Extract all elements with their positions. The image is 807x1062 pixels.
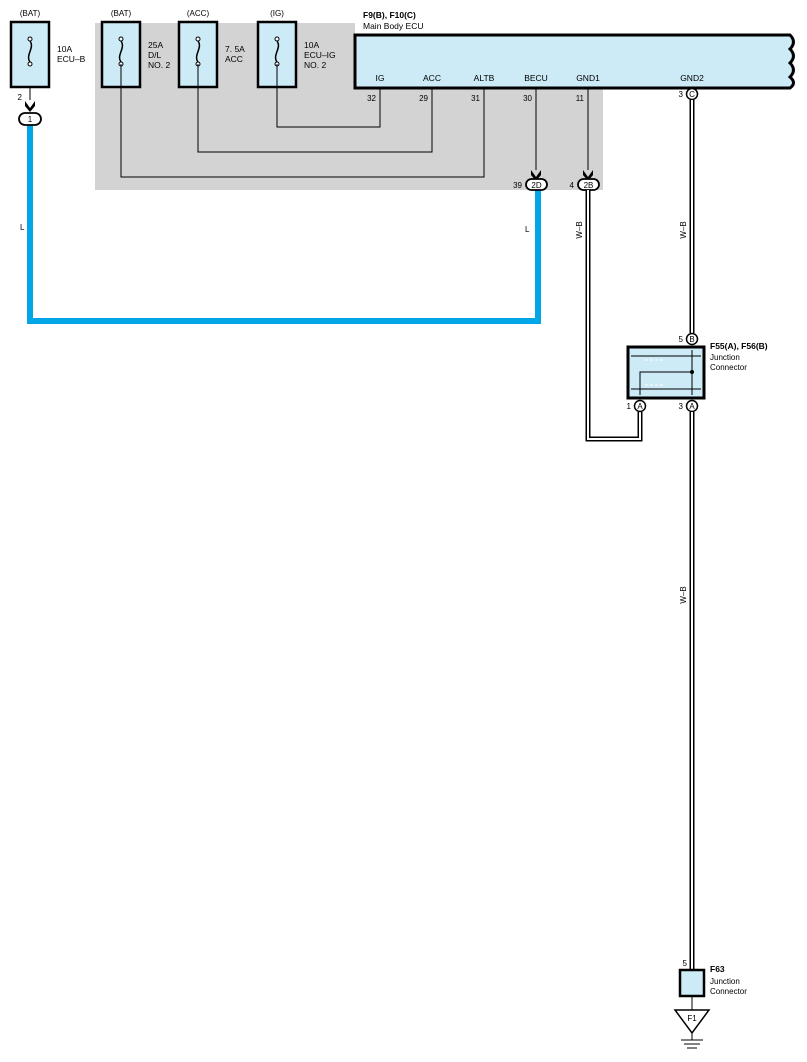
junction-left-pin: 1 — [627, 402, 632, 411]
junction-top-connector: B — [689, 335, 694, 344]
fuse-name: ECU–IG — [304, 50, 336, 60]
ecu-pin-num-acc: 29 — [419, 94, 428, 103]
junction-right-pin: 3 — [679, 402, 684, 411]
fuse-rating: 25A — [148, 40, 163, 50]
ecu-pin-num-ig: 32 — [367, 94, 376, 103]
wire-color-label-gnd2: W–B — [679, 221, 688, 238]
connector-label: 1 — [28, 115, 33, 124]
junction-desc-line2: Connector — [710, 363, 747, 372]
connector-label: 2D — [531, 181, 541, 190]
integration-panel — [95, 23, 603, 190]
junction-connector-f55-f56: B 5 A 1 A 3 F55(A), F56(B) Junction Conn… — [626, 332, 768, 413]
junction-code: F63 — [710, 964, 725, 974]
wire-color-label-gnd1: W–B — [575, 221, 584, 238]
ecu-pin-num-gnd1: 11 — [576, 94, 585, 103]
fuse-ecu-b: (BAT) 10A ECU–B — [9, 9, 86, 100]
fuse-rating: 10A — [304, 40, 319, 50]
connector-1: 2 1 — [18, 93, 42, 126]
fuse-rating: 10A — [57, 44, 72, 54]
junction-desc-line2: Connector — [710, 987, 747, 996]
fuse-name-line2: NO. 2 — [304, 60, 326, 70]
ecu-pin-name-gnd1: GND1 — [576, 73, 600, 83]
junction-top-pin: 5 — [679, 335, 684, 344]
ecu-code: F9(B), F10(C) — [363, 10, 416, 20]
ecu-pin-name-ig: IG — [376, 73, 385, 83]
ecu-pin-name-becu: BECU — [524, 73, 548, 83]
panel-wires — [120, 64, 589, 178]
junction-code: F55(A), F56(B) — [710, 341, 768, 351]
wire-color-label-lower: W–B — [679, 586, 688, 603]
connector-label: C — [689, 90, 695, 99]
ground-label: F1 — [687, 1014, 697, 1023]
connector-2d: 2D 39 — [513, 170, 548, 191]
junction-connector-f63: 5 F63 Junction Connector — [678, 959, 747, 1010]
fuse-source-label: (BAT) — [20, 9, 41, 18]
main-body-ecu-box — [353, 33, 795, 90]
fuse-name: D/L — [148, 50, 162, 60]
fuse-source-label: (BAT) — [111, 9, 132, 18]
connector-c: C — [685, 87, 699, 101]
connector-pin-number: 2 — [18, 93, 23, 102]
wire-color-label-left: L — [20, 223, 25, 232]
junction-desc-line1: Junction — [710, 353, 740, 362]
connector-pin-number: 4 — [570, 181, 575, 190]
ecu-pin-name-altb: ALTB — [474, 73, 495, 83]
junction-left-connector: A — [637, 402, 643, 411]
ecu-pin-num-gnd2: 3 — [679, 90, 684, 99]
fuse-name: ACC — [225, 54, 243, 64]
junction-desc-line1: Junction — [710, 977, 740, 986]
fuse-name: ECU–B — [57, 54, 86, 64]
junction-pin: 5 — [683, 959, 688, 968]
wire-color-label-right: L — [525, 225, 530, 234]
ecu-pin-num-altb: 31 — [471, 94, 480, 103]
fuse-source-label: (IG) — [270, 9, 284, 18]
ecu-pin-name-acc: ACC — [423, 73, 441, 83]
ecu-pin-num-becu: 30 — [523, 94, 532, 103]
fuse-acc: (ACC) 7. 5A ACC — [177, 9, 245, 89]
ground-point-f1: F1 — [673, 1009, 711, 1049]
ecu-pin-name-gnd2: GND2 — [680, 73, 704, 83]
fuse-name-line2: NO. 2 — [148, 60, 170, 70]
ecu-name: Main Body ECU — [363, 21, 423, 31]
connector-pin-number: 39 — [513, 181, 522, 190]
fuse-source-label: (ACC) — [187, 9, 210, 18]
blue-wire-l — [27, 125, 541, 324]
junction-right-connector: A — [689, 402, 695, 411]
wb-wire-gnd1 — [585, 190, 643, 442]
fuse-rating: 7. 5A — [225, 44, 245, 54]
connector-label: 2B — [584, 181, 594, 190]
